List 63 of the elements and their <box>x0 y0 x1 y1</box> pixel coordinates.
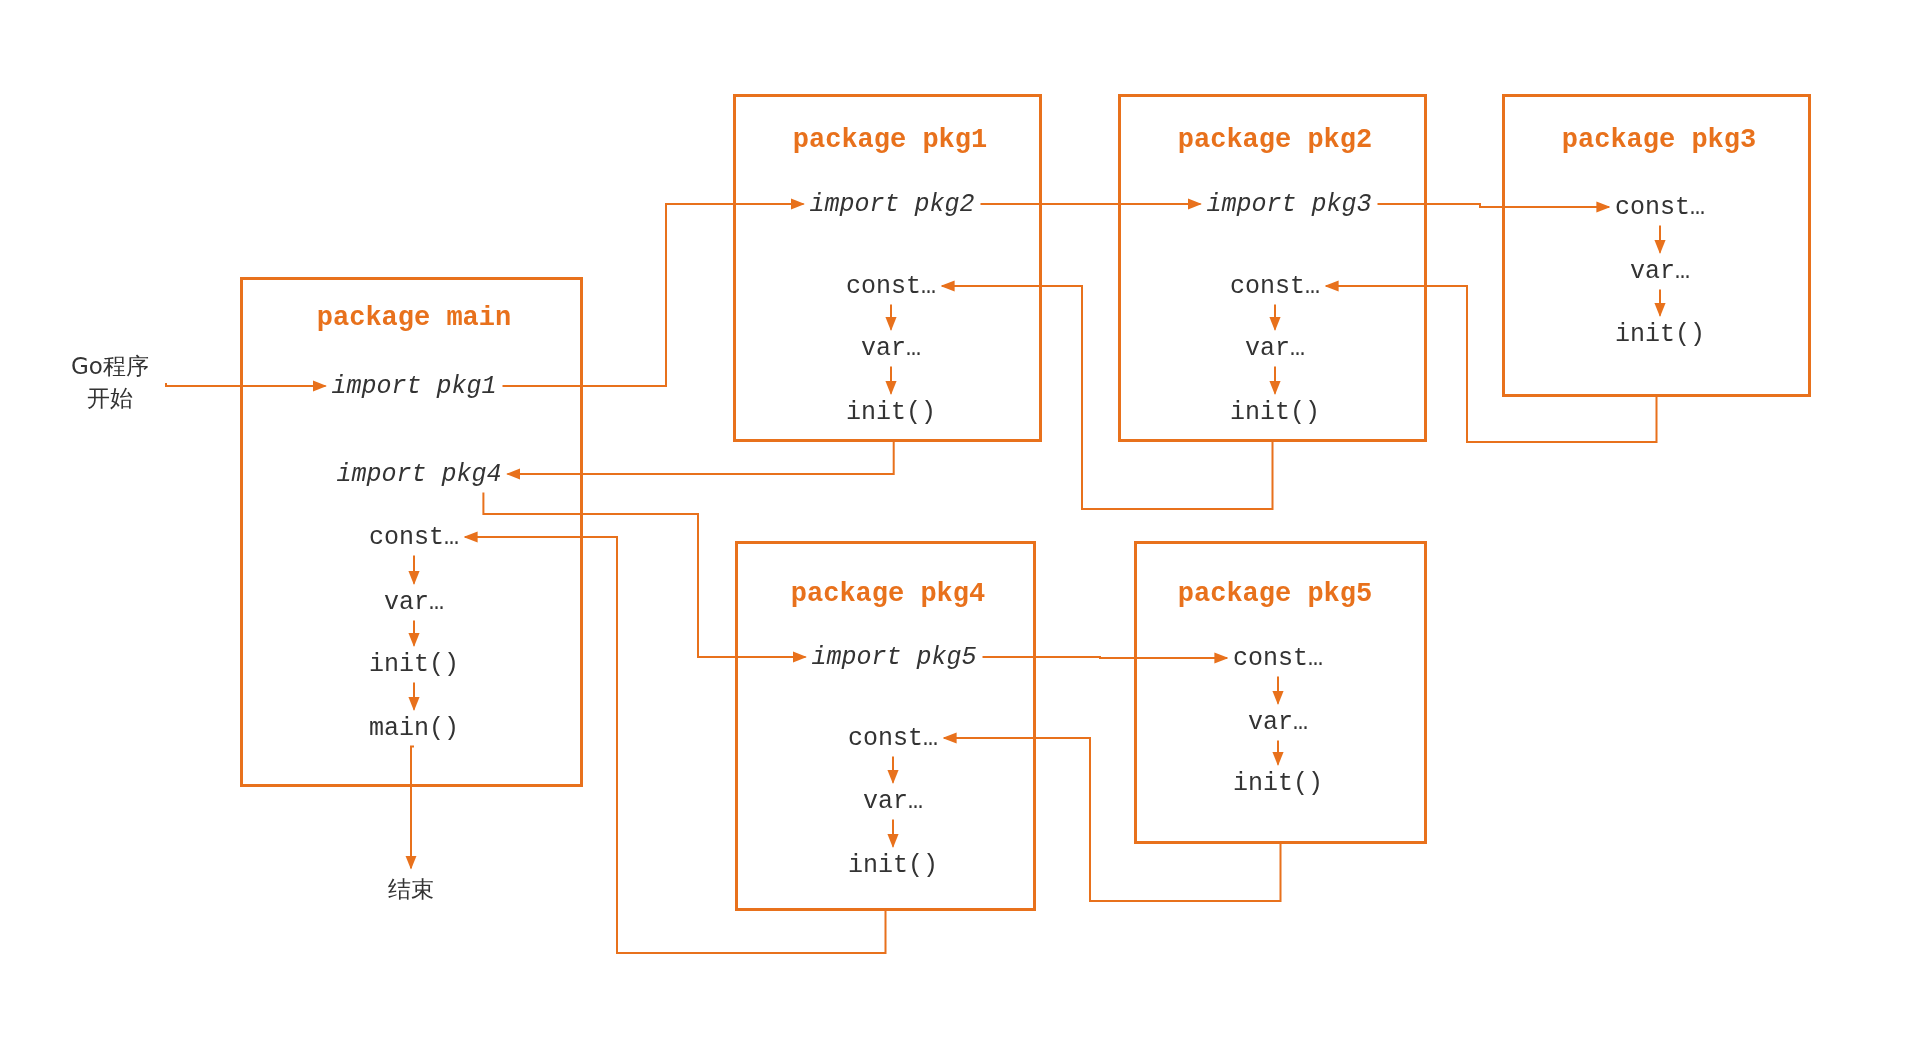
init-step: const… <box>1615 194 1705 220</box>
arrow <box>1654 224 1666 254</box>
package-box <box>240 277 583 787</box>
arrow <box>482 491 807 663</box>
package-heading: package pkg5 <box>1177 580 1373 608</box>
arrow <box>405 745 417 870</box>
init-step: var… <box>1630 258 1690 284</box>
arrow <box>1654 288 1666 317</box>
package-box <box>1502 94 1811 397</box>
arrow <box>887 818 899 848</box>
init-step: var… <box>1245 335 1305 361</box>
package-box <box>733 94 1042 442</box>
init-step: const… <box>846 273 936 299</box>
package-box <box>1118 94 1427 442</box>
package-heading: package pkg2 <box>1177 126 1373 154</box>
init-step: main() <box>369 715 459 741</box>
init-step: init() <box>369 651 459 677</box>
package-box <box>735 541 1036 911</box>
arrow <box>885 303 897 331</box>
import-statement: import pkg2 <box>809 191 975 217</box>
arrow <box>1272 675 1284 705</box>
package-heading: package main <box>316 304 512 332</box>
import-statement: import pkg5 <box>811 644 977 670</box>
arrow <box>408 681 420 711</box>
arrow <box>942 732 1282 902</box>
arrow <box>1324 280 1658 443</box>
arrow <box>1272 739 1284 766</box>
init-step: init() <box>846 399 936 425</box>
arrow <box>501 198 805 387</box>
arrow <box>408 554 420 585</box>
package-heading: package pkg3 <box>1561 126 1757 154</box>
import-statement: import pkg3 <box>1206 191 1372 217</box>
flow-label: Go程序开始 <box>60 351 160 415</box>
flow-label: 结束 <box>361 874 461 906</box>
init-step: init() <box>1230 399 1320 425</box>
init-step: init() <box>1233 770 1323 796</box>
package-heading: package pkg4 <box>790 580 986 608</box>
package-box <box>1134 541 1427 844</box>
init-step: const… <box>1230 273 1320 299</box>
arrow <box>1269 303 1281 331</box>
init-step: const… <box>848 725 938 751</box>
arrow <box>887 755 899 784</box>
arrow <box>885 365 897 395</box>
arrow <box>463 531 887 954</box>
init-step: var… <box>861 335 921 361</box>
arrow <box>981 652 1229 664</box>
import-statement: import pkg4 <box>336 461 502 487</box>
arrow <box>979 198 1202 210</box>
package-heading: package pkg1 <box>792 126 988 154</box>
import-statement: import pkg1 <box>331 373 497 399</box>
arrow <box>940 280 1274 510</box>
init-step: var… <box>863 788 923 814</box>
init-step: init() <box>1615 321 1705 347</box>
arrow <box>408 619 420 647</box>
init-step: init() <box>848 852 938 878</box>
arrow <box>1376 201 1611 213</box>
init-step: var… <box>1248 709 1308 735</box>
arrow <box>506 441 895 480</box>
arrow <box>1269 365 1281 395</box>
init-step: const… <box>1233 645 1323 671</box>
arrow <box>165 380 327 392</box>
init-step: const… <box>369 524 459 550</box>
init-step: var… <box>384 589 444 615</box>
